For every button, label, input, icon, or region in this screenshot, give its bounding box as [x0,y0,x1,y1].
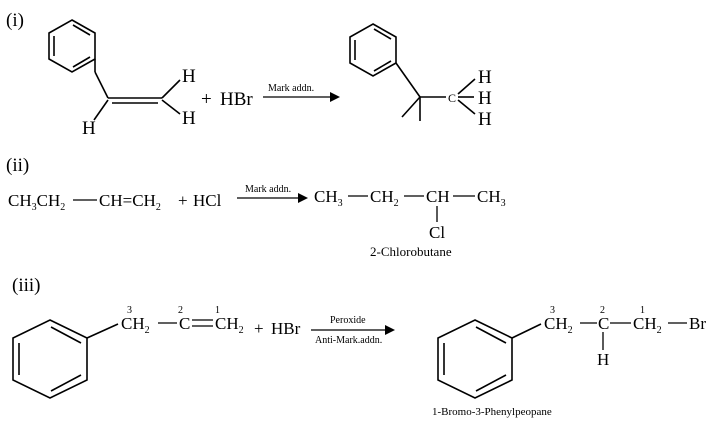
reagent-hbr: HBr [220,89,253,110]
reactant-ch2: CH2 [121,314,150,336]
reactant-ch2: CH2 [215,314,244,336]
atom-cl: Cl [429,223,445,242]
reaction-arrow [237,193,308,203]
product-ch2: CH2 [633,314,662,336]
reactant-structure [12,319,213,399]
benzene-ring [48,19,96,73]
product-ch: CH [426,187,450,206]
product-ch2: CH2 [544,314,573,336]
reactant-alkene: CH=CH2 [99,191,161,213]
plus-sign: + [201,89,212,110]
reagent-hcl: HCl [193,191,222,210]
product-ch2: CH2 [370,187,399,209]
arrow-condition: Peroxide [330,315,366,326]
carbon-number: 3 [127,305,132,316]
arrow-label: Mark addn. [268,83,314,94]
reaction-arrow [311,325,395,335]
carbon-number: 2 [178,305,183,316]
reagent-hbr: HBr [271,319,301,338]
plus-sign: + [178,191,188,210]
atom-h: H [82,118,96,139]
atom-h: H [478,67,492,88]
atom-h: H [182,66,196,87]
atom-br: Br [689,314,706,333]
atom-h: H [478,109,492,130]
reaction-i: (i) H H H + HBr Mark add [6,10,492,139]
atom-h: H [597,350,609,369]
reaction-ii-label: (ii) [6,155,29,176]
reaction-iii: (iii) 3 2 1 CH2 C CH2 + HBr Peroxide Ant… [12,275,706,418]
benzene-ring [349,23,397,77]
atom-c: C [448,91,456,105]
product-ch3: CH3 [477,187,506,209]
product-c: C [598,314,609,333]
atom-h: H [478,88,492,109]
reaction-arrow [263,92,340,102]
reactant-c: C [179,314,190,333]
benzene-ring [437,319,513,399]
carbon-number: 1 [215,305,220,316]
product-name: 1-Bromo-3-Phenylpeopane [432,406,552,418]
carbon-number: 3 [550,305,555,316]
arrow-label: Mark addn. [245,184,291,195]
carbon-number: 2 [600,305,605,316]
product-structure [437,319,687,399]
plus-sign: + [254,319,264,338]
reaction-iii-label: (iii) [12,275,41,296]
reaction-i-label: (i) [6,10,24,31]
atom-h: H [182,108,196,129]
reactant-formula: CH3CH2 [8,191,65,213]
arrow-label: Anti-Mark.addn. [315,335,382,346]
carbon-number: 1 [640,305,645,316]
reaction-ii: (ii) CH3CH2 CH=CH2 + HCl Mark addn. CH3 … [6,155,506,259]
styrene-structure [48,19,181,121]
product-ch3: CH3 [314,187,343,209]
product-structure [349,23,476,121]
product-name: 2-Chlorobutane [370,244,452,259]
benzene-ring [12,319,88,399]
